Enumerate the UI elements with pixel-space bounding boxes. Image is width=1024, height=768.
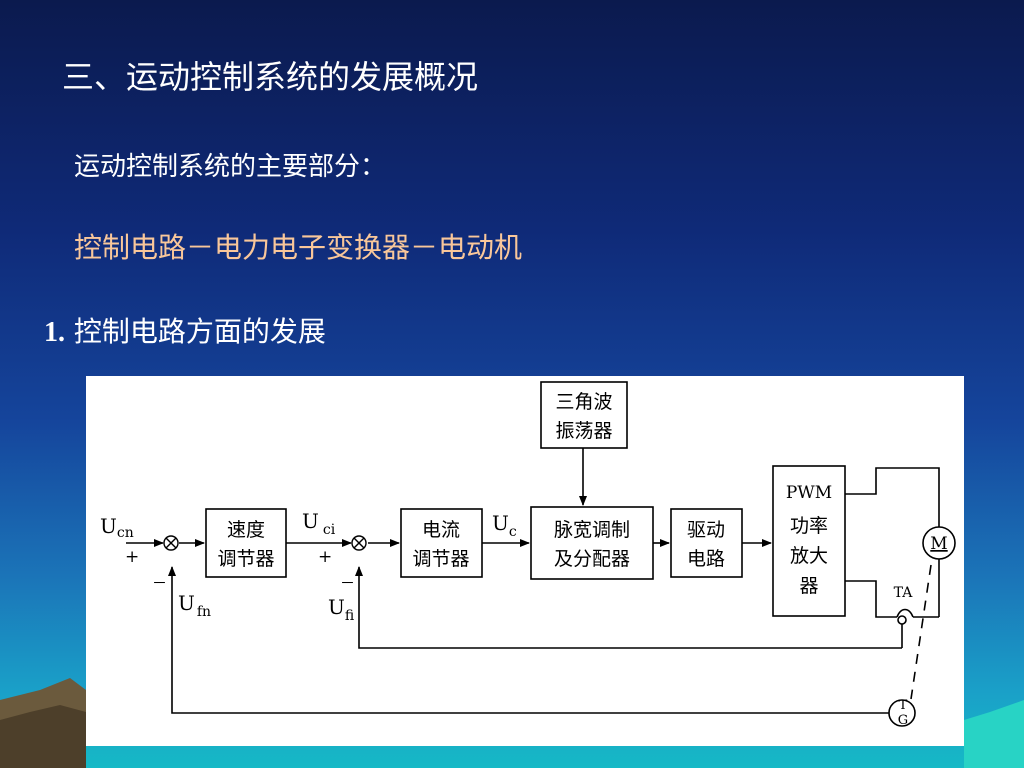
slide-title: 三、运动控制系统的发展概况 xyxy=(62,58,479,96)
block-diagram: 三角波 振荡器 速度 调节器 电流 调节器 脉宽调制 及分配器 驱动 电路 PW… xyxy=(100,381,956,728)
slide-subtitle: 运动控制系统的主要部分： xyxy=(74,152,387,182)
section-heading: 1. 控制电路方面的发展 xyxy=(44,310,326,350)
ta-label: TA xyxy=(894,585,914,601)
pwm-modulator-block xyxy=(530,506,654,580)
pwm-amplifier-block xyxy=(772,465,846,617)
section-title: 控制电路方面的发展 xyxy=(65,315,326,348)
system-chain-text: 控制电路－电力电子变换器－电动机 xyxy=(74,231,523,264)
section-number: 1. xyxy=(44,317,65,348)
current-regulator-block xyxy=(400,508,483,578)
speed-reg-label-1: 速度 xyxy=(227,519,265,541)
ufi-minus-sign: － xyxy=(340,574,355,592)
tacho-coupling-line xyxy=(910,564,932,700)
amp-label-4: 器 xyxy=(799,575,818,597)
ta-loop xyxy=(896,608,914,618)
amp-label-3: 放大 xyxy=(790,545,828,567)
current-reg-label-1: 电流 xyxy=(422,519,460,541)
summing-junction-speed xyxy=(163,535,179,551)
ta-terminal xyxy=(897,615,907,625)
tacho-label-t: T xyxy=(899,698,908,713)
driver-label-1: 驱动 xyxy=(687,519,725,541)
ucn-label: Ucn xyxy=(100,514,134,541)
ufn-minus-sign: － xyxy=(152,574,167,592)
amp-label-2: 功率 xyxy=(790,515,828,537)
summing-junction-current xyxy=(351,535,367,551)
speed-reg-label-2: 调节器 xyxy=(217,548,274,570)
ufi-label: Ufi xyxy=(328,595,355,624)
speed-regulator-block xyxy=(205,508,287,578)
amp-label-1: PWM xyxy=(786,483,832,503)
amp-to-motor-top-line xyxy=(845,467,940,527)
osc-label-2: 振荡器 xyxy=(555,420,612,442)
tacho-label-g: G xyxy=(898,713,908,728)
driver-circuit-block xyxy=(670,508,743,578)
current-feedback-line xyxy=(355,566,902,649)
pwm-mod-label-1: 脉宽调制 xyxy=(554,519,630,541)
triangle-oscillator-block xyxy=(540,381,628,449)
motor-symbol xyxy=(922,526,956,560)
pwm-mod-label-2: 及分配器 xyxy=(554,548,630,570)
current-reg-label-2: 调节器 xyxy=(412,548,469,570)
tachogenerator-symbol xyxy=(888,699,916,727)
block-diagram-panel: 三角波 振荡器 速度 调节器 电流 调节器 脉宽调制 及分配器 驱动 电路 PW… xyxy=(86,376,964,746)
motor-label: M xyxy=(930,534,947,554)
uci-plus-sign: + xyxy=(318,547,332,567)
amp-to-motor-bottom-line xyxy=(845,580,897,618)
ucn-plus-sign: + xyxy=(125,547,139,567)
driver-label-2: 电路 xyxy=(687,548,725,570)
uc-label: Uc xyxy=(492,511,517,540)
osc-label-1: 三角波 xyxy=(555,391,612,413)
speed-feedback-line xyxy=(168,566,890,714)
